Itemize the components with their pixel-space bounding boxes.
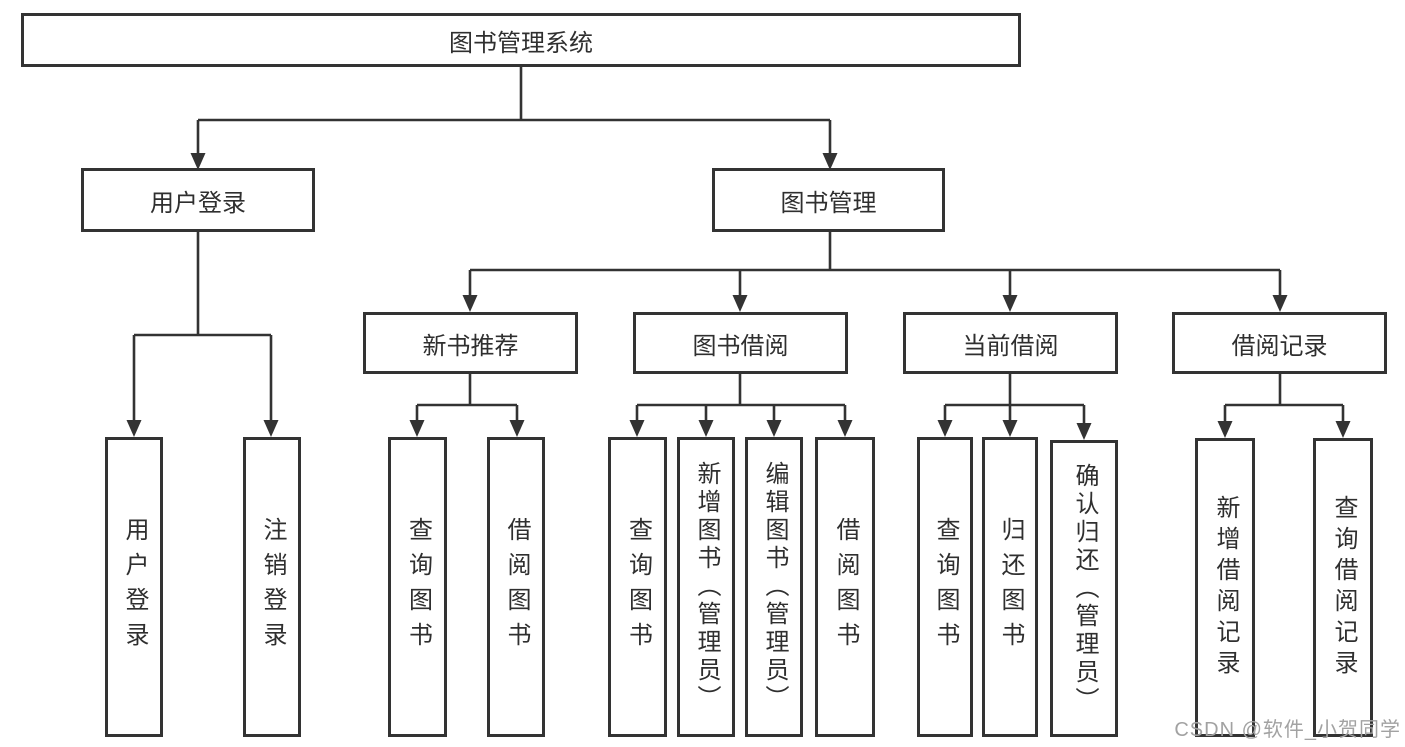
node-query-borrow-record: 查询借阅记录 bbox=[1313, 438, 1373, 737]
arrowhead-icon bbox=[1076, 423, 1092, 440]
arrowhead-icon bbox=[837, 420, 853, 437]
node-edit-book-admin: 编辑图书（管理员） bbox=[745, 437, 803, 737]
arrowhead-icon bbox=[1217, 421, 1233, 438]
node-label: 查询借阅记录 bbox=[1330, 494, 1357, 681]
node-label: 新书推荐 bbox=[422, 332, 519, 360]
node-label: 当前借阅 bbox=[962, 332, 1059, 360]
node-label: 新增图书（管理员） bbox=[693, 461, 720, 713]
node-label: 编辑图书（管理员） bbox=[761, 461, 788, 713]
arrowhead-icon bbox=[462, 295, 478, 312]
arrowhead-icon bbox=[822, 153, 838, 170]
arrowhead-icon bbox=[732, 295, 748, 312]
node-query-book-2: 查询图书 bbox=[608, 437, 667, 737]
node-label: 查询图书 bbox=[624, 517, 652, 657]
node-return-book: 归还图书 bbox=[982, 437, 1038, 737]
arrowhead-icon bbox=[766, 420, 782, 437]
arrowhead-icon bbox=[126, 420, 142, 437]
arrowhead-icon bbox=[1272, 295, 1288, 312]
node-label: 借阅图书 bbox=[503, 517, 530, 657]
node-label: 查询图书 bbox=[932, 517, 959, 657]
node-label: 图书管理系统 bbox=[449, 29, 593, 57]
node-query-book-1: 查询图书 bbox=[388, 437, 447, 737]
watermark: CSDN @软件_小贺同学 bbox=[1174, 719, 1401, 741]
node-confirm-return-admin: 确认归还（管理员） bbox=[1050, 440, 1118, 737]
node-new-book-recommend: 新书推荐 bbox=[363, 312, 578, 374]
node-label: 归还图书 bbox=[997, 517, 1024, 657]
node-add-borrow-record: 新增借阅记录 bbox=[1195, 438, 1255, 737]
node-label: 图书管理 bbox=[780, 189, 877, 217]
node-borrowing-records: 借阅记录 bbox=[1172, 312, 1387, 374]
node-borrow-book-1: 借阅图书 bbox=[487, 437, 545, 737]
arrowhead-icon bbox=[698, 420, 714, 437]
arrowhead-icon bbox=[263, 420, 279, 437]
node-label: 查询图书 bbox=[404, 517, 432, 657]
arrowhead-icon bbox=[937, 420, 953, 437]
node-query-book-3: 查询图书 bbox=[917, 437, 973, 737]
node-user-login: 用户登录 bbox=[81, 168, 315, 232]
node-label: 新增借阅记录 bbox=[1212, 494, 1239, 681]
arrowhead-icon bbox=[1335, 421, 1351, 438]
arrowhead-icon bbox=[1002, 295, 1018, 312]
arrowhead-icon bbox=[409, 420, 425, 437]
node-book-management: 图书管理 bbox=[712, 168, 945, 232]
node-label: 借阅记录 bbox=[1231, 332, 1328, 360]
node-label: 用户登录 bbox=[150, 189, 246, 217]
node-root: 图书管理系统 bbox=[21, 13, 1021, 67]
arrowhead-icon bbox=[629, 420, 645, 437]
arrowhead-icon bbox=[509, 420, 525, 437]
node-label: 图书借阅 bbox=[692, 332, 789, 360]
node-borrow-book-2: 借阅图书 bbox=[815, 437, 875, 737]
node-label: 确认归还（管理员） bbox=[1071, 462, 1098, 715]
node-logout: 注销登录 bbox=[243, 437, 301, 737]
node-label: 借阅图书 bbox=[832, 517, 859, 657]
node-user-login-leaf: 用户登录 bbox=[105, 437, 163, 737]
node-label: 用户登录 bbox=[121, 517, 148, 657]
node-book-borrowing: 图书借阅 bbox=[633, 312, 848, 374]
node-current-borrowing: 当前借阅 bbox=[903, 312, 1118, 374]
arrowhead-icon bbox=[1002, 420, 1018, 437]
node-add-book-admin: 新增图书（管理员） bbox=[677, 437, 735, 737]
node-label: 注销登录 bbox=[259, 517, 286, 657]
arrowhead-icon bbox=[190, 153, 206, 170]
